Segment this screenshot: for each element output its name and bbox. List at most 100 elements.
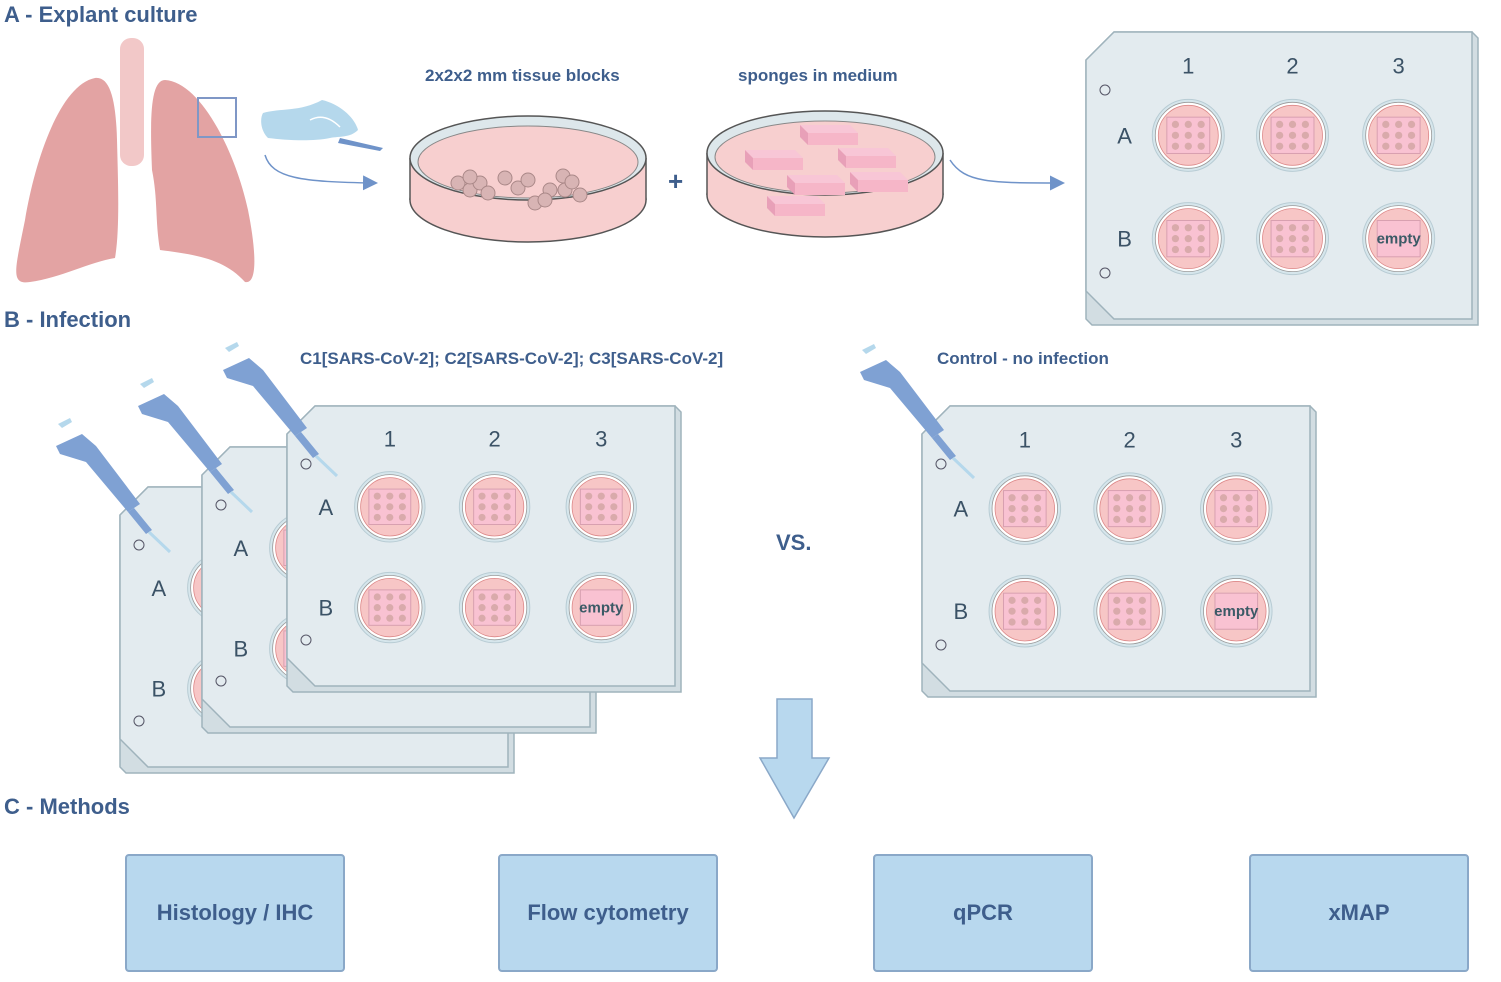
tissue-sample (491, 604, 499, 612)
empty-well-label: empty (579, 600, 624, 617)
plate-row-label: A (151, 576, 166, 601)
tissue-sample (1197, 245, 1205, 254)
tissue-sample (1276, 245, 1284, 254)
tissue-sample (1171, 224, 1180, 232)
tissue-sample (1171, 245, 1180, 254)
plate-column-label: 2 (1286, 54, 1298, 79)
tissue-sample (1125, 504, 1134, 513)
tissue-sample (491, 593, 499, 601)
tissue-sample (1021, 618, 1029, 626)
plate-row-label: A (233, 536, 248, 561)
method-box-flow-cytometry: Flow cytometry (498, 854, 718, 972)
control-label: Control - no infection (937, 349, 1109, 368)
tissue-sample (1138, 515, 1146, 524)
well (988, 472, 1062, 545)
tissue-sample (1125, 515, 1134, 524)
plate-hole (300, 458, 312, 470)
well: empty (565, 571, 637, 644)
sponges-label: sponges in medium (738, 66, 898, 85)
tissue-sample (478, 604, 486, 612)
tissue-sample (503, 604, 511, 612)
well (988, 574, 1062, 648)
method-label: qPCR (953, 900, 1013, 925)
tissue-sample (373, 604, 381, 612)
lungs-illustration (16, 38, 255, 283)
plate-row-label: B (1117, 227, 1132, 252)
tissue-sample (503, 593, 511, 601)
section-title-methods: C - Methods (4, 794, 130, 819)
plate-hole (133, 539, 145, 551)
tissue-blocks (450, 168, 588, 211)
sponge (838, 148, 896, 168)
tissue-sample (1033, 607, 1042, 615)
well (458, 471, 531, 543)
tissue-sample (1382, 142, 1390, 150)
tissue-sample (610, 492, 618, 500)
tissue-block (497, 170, 513, 186)
well (1362, 98, 1436, 172)
pipette-icon (56, 418, 172, 554)
tissue-sample (1033, 494, 1042, 502)
tissue-sample (398, 614, 406, 622)
left-lung (16, 77, 119, 283)
tissue-sample (1407, 131, 1416, 139)
plate-hole (935, 458, 947, 470)
tissue-sample (1219, 515, 1228, 524)
tissue-sample (1033, 515, 1042, 524)
tissue-sample (1021, 515, 1029, 524)
tissue-sample (1301, 120, 1310, 129)
tissue-block (564, 174, 580, 190)
tissue-sample (491, 492, 499, 500)
petri-dish-tissue (409, 115, 647, 243)
well (354, 571, 426, 644)
well (354, 471, 426, 543)
well (1093, 574, 1166, 648)
tissue-sample (1113, 515, 1121, 524)
pipette-icon (860, 344, 976, 480)
plate-row-label: A (318, 495, 333, 520)
tissue-sample (1125, 494, 1134, 502)
tissue-sample (1184, 235, 1192, 243)
tissue-sample (1276, 235, 1284, 243)
tissue-blocks-label: 2x2x2 mm tissue blocks (425, 66, 620, 85)
tissue-sample (1232, 494, 1240, 502)
tissue-sample (1184, 245, 1192, 254)
well (458, 571, 531, 644)
tissue-sample (1021, 504, 1029, 513)
tissue-sample (610, 513, 618, 521)
tissue-sample (1301, 142, 1310, 150)
tissue-sample (1197, 224, 1205, 232)
infected-conditions-label: C1[SARS-CoV-2]; C2[SARS-CoV-2]; C3[SARS-… (300, 349, 724, 368)
sponges (745, 125, 908, 216)
tissue-sample (1407, 120, 1416, 129)
tissue-sample (386, 492, 394, 500)
tissue-sample (478, 593, 486, 601)
plate-hole (133, 715, 145, 727)
pipette-icon (138, 378, 254, 514)
well (1256, 202, 1330, 276)
tissue-sample (478, 614, 486, 622)
tissue-sample (1021, 494, 1029, 502)
tissue-sample (1276, 131, 1284, 139)
well (1256, 98, 1330, 172)
tissue-sample (1301, 131, 1310, 139)
sponge (767, 196, 825, 216)
trachea (120, 38, 144, 166)
tissue-sample (1382, 131, 1390, 139)
tissue-sample (1288, 120, 1297, 129)
well (565, 471, 637, 543)
tissue-sample (585, 513, 593, 521)
tissue-sample (398, 513, 406, 521)
tissue-sample (386, 593, 394, 601)
flow-arrow-1 (264, 154, 378, 191)
tissue-sample (398, 492, 406, 500)
sponge (787, 175, 845, 195)
tissue-sample (1288, 235, 1297, 243)
plate-hole (215, 675, 227, 687)
tissue-sample (1184, 142, 1192, 150)
plate-column-label: 3 (595, 427, 607, 452)
plate-column-label: 3 (1230, 427, 1242, 452)
tissue-sample (1171, 131, 1180, 139)
tissue-sample (478, 513, 486, 521)
